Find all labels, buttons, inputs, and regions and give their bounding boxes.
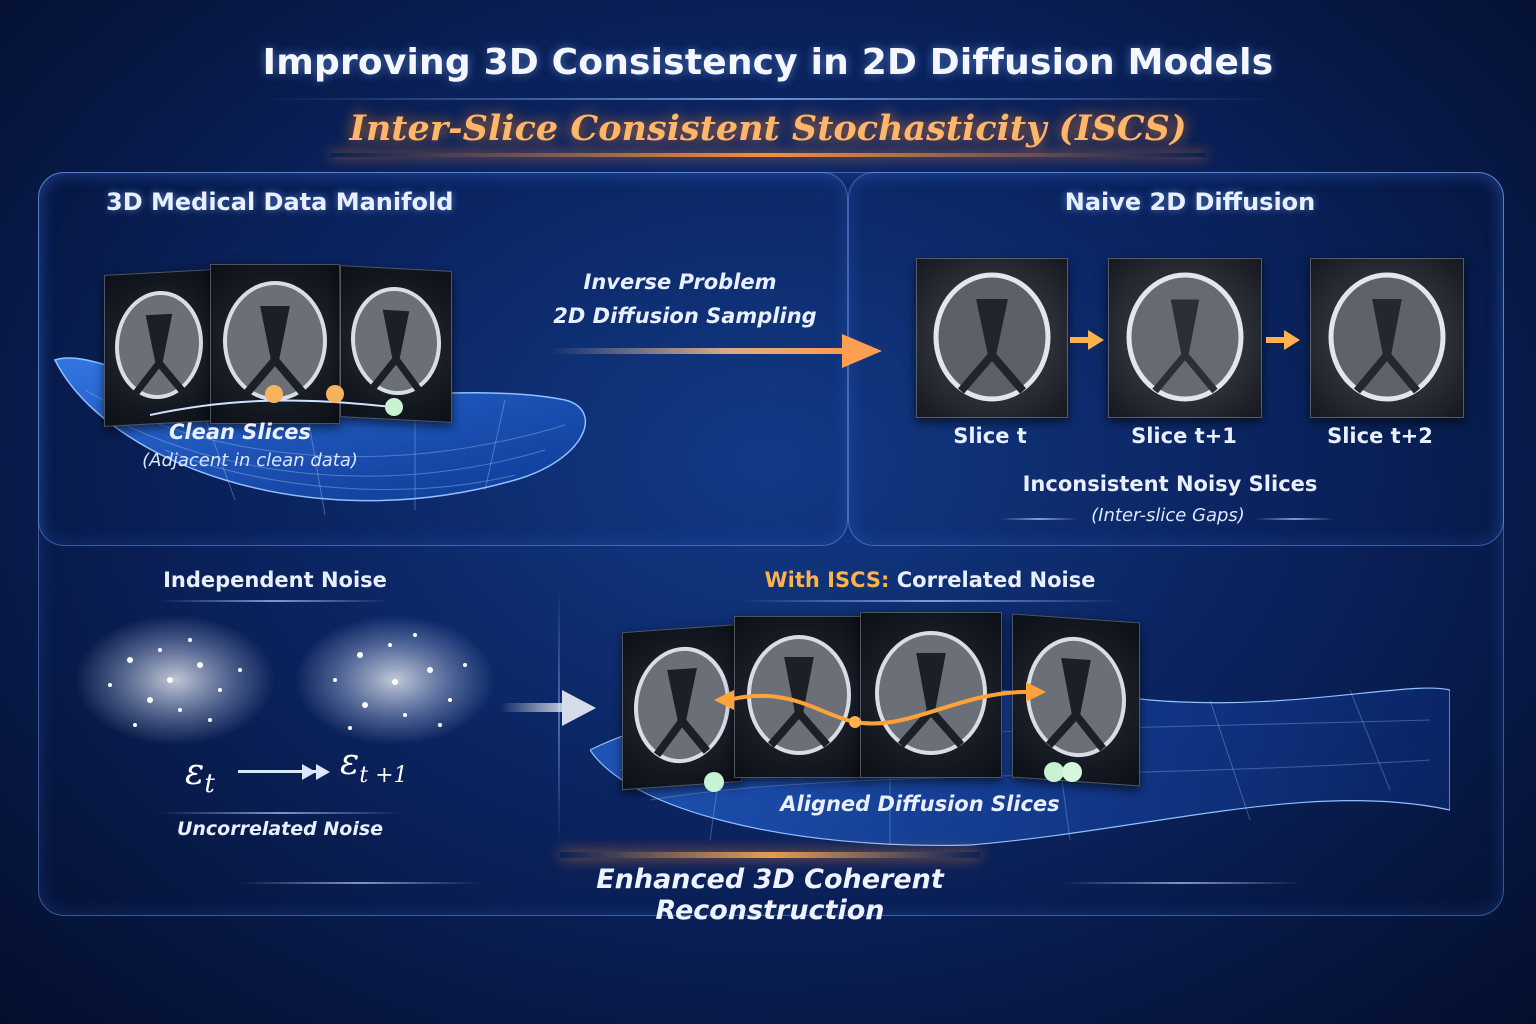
clean-slices-subcaption: (Adjacent in clean data) bbox=[142, 450, 358, 471]
clean-slice-1 bbox=[104, 269, 214, 427]
gaps-subcaption: (Inter-slice Gaps) bbox=[1091, 505, 1245, 526]
footer-title: Enhanced 3D Coherent Reconstruction bbox=[596, 864, 944, 926]
clean-slices-caption: Clean Slices bbox=[169, 420, 311, 444]
epsilon-t1: εt +1 bbox=[340, 742, 408, 788]
iscs-heading-rule bbox=[740, 600, 1120, 602]
independent-noise-heading: Independent Noise bbox=[163, 568, 387, 592]
iscs-heading: With ISCS: Correlated Noise bbox=[740, 568, 1120, 592]
clean-slices-path bbox=[150, 385, 403, 416]
footer-rule-right bbox=[1062, 882, 1302, 884]
outer-frame bbox=[38, 172, 1504, 916]
independent-noise-rule bbox=[160, 600, 390, 602]
naive-heading: Naive 2D Diffusion bbox=[1064, 188, 1316, 216]
uncorrelated-caption: Uncorrelated Noise bbox=[176, 818, 384, 840]
inconsistent-caption: Inconsistent Noisy Slices bbox=[1022, 472, 1318, 496]
slice-label-t: Slice t bbox=[953, 424, 1027, 448]
aligned-slice-3 bbox=[860, 612, 1002, 778]
epsilon-t1-symbol: ε bbox=[340, 742, 360, 783]
noisy-slice-t bbox=[916, 258, 1068, 418]
noise-cloud-2 bbox=[295, 615, 495, 745]
epsilon-t: εt bbox=[185, 752, 215, 799]
gaps-rule-right bbox=[1256, 518, 1334, 520]
page-subtitle: Inter-Slice Consistent Stochasticity (IS… bbox=[349, 108, 1187, 149]
uncorrelated-rule bbox=[160, 812, 400, 814]
noisy-slice-t2 bbox=[1310, 258, 1464, 418]
epsilon-arrow bbox=[238, 764, 330, 780]
clean-slice-2 bbox=[210, 264, 340, 424]
gaps-rule-left bbox=[1000, 518, 1078, 520]
footer-rule-left bbox=[240, 882, 480, 884]
slice-arrow-2 bbox=[1266, 330, 1300, 350]
bottom-arrow bbox=[500, 690, 596, 726]
footer-glow bbox=[560, 852, 980, 858]
correlation-arrow bbox=[714, 682, 1046, 728]
noisy-slice-t1 bbox=[1108, 258, 1262, 418]
noise-cloud-1 bbox=[75, 615, 275, 745]
page-title: Improving 3D Consistency in 2D Diffusion… bbox=[262, 42, 1274, 83]
slice-arrow-1 bbox=[1070, 330, 1104, 350]
sampling-arrow bbox=[550, 334, 882, 368]
clean-point-orange-2 bbox=[326, 385, 344, 403]
aligned-points bbox=[704, 762, 1082, 792]
iscs-heading-rest: Correlated Noise bbox=[896, 568, 1096, 592]
arrow-label-line2: 2D Diffusion Sampling bbox=[553, 304, 817, 328]
title-divider bbox=[260, 98, 1276, 100]
iscs-heading-accent: With ISCS: bbox=[764, 568, 890, 592]
arrow-label-line1: Inverse Problem bbox=[583, 270, 777, 294]
manifold-heading: 3D Medical Data Manifold bbox=[106, 188, 454, 216]
bottom-divider bbox=[558, 586, 560, 846]
slice-label-t2: Slice t+2 bbox=[1327, 424, 1433, 448]
clean-point-green bbox=[385, 398, 403, 416]
subtitle-glow bbox=[330, 153, 1206, 157]
slice-label-t1: Slice t+1 bbox=[1131, 424, 1237, 448]
clean-point-orange-1 bbox=[265, 385, 283, 403]
epsilon-t1-sub: t +1 bbox=[359, 763, 408, 789]
aligned-caption: Aligned Diffusion Slices bbox=[780, 792, 1060, 816]
epsilon-t-sub: t bbox=[204, 769, 215, 800]
epsilon-t-symbol: ε bbox=[185, 752, 205, 793]
clean-slice-3 bbox=[340, 265, 452, 423]
